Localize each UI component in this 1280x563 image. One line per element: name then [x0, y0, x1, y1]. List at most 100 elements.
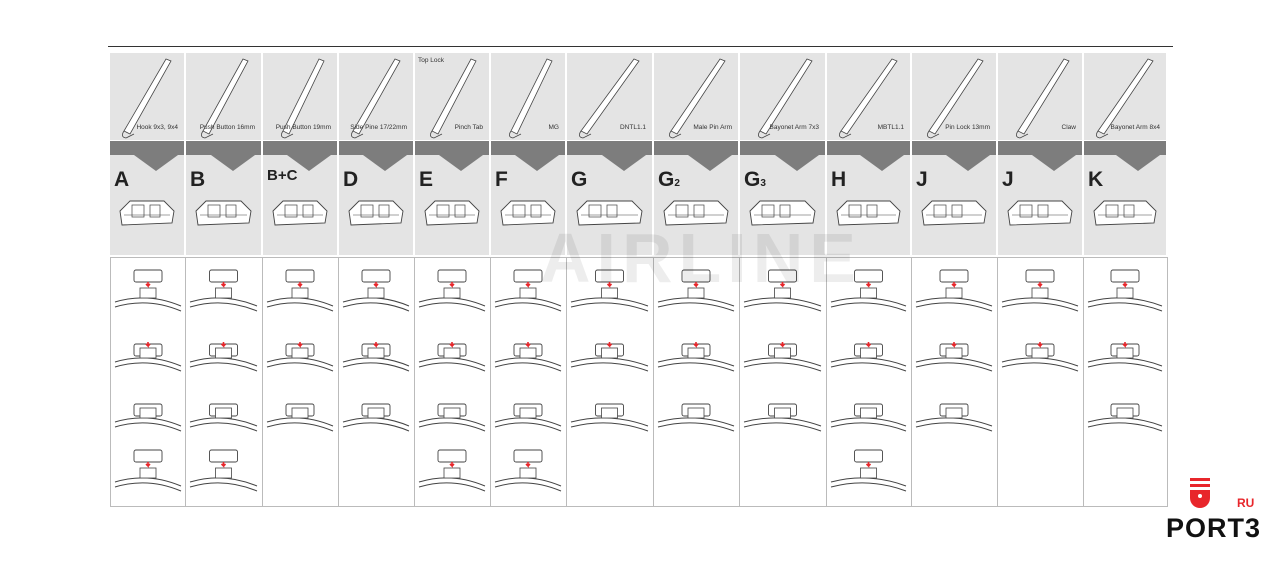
- arm-panel: Top Lock Pinch Tab: [415, 53, 489, 140]
- adapter-column-g3: Bayonet Arm 7x3 G3: [740, 53, 827, 507]
- install-step-drawing: [657, 269, 735, 312]
- divider-band: [654, 141, 738, 155]
- arm-label: Male Pin Arm: [693, 124, 732, 131]
- install-step-drawing: [189, 269, 258, 312]
- down-arrow-icon: [860, 155, 904, 171]
- arm-label: Push Button 19mm: [275, 124, 331, 131]
- down-arrow-icon: [287, 155, 331, 171]
- wiper-arm-drawing: [1096, 58, 1154, 139]
- arm-label: Push Button 16mm: [199, 124, 255, 131]
- install-step-drawing: [266, 403, 334, 432]
- arm-panel: Pin Lock 13mm: [912, 53, 996, 140]
- adapter-column-b: Push Button 16mm B: [186, 53, 263, 507]
- port3-logo-icon: [1190, 478, 1210, 508]
- install-step-drawing: [830, 449, 907, 492]
- install-steps: [110, 257, 186, 507]
- adapter-drawing: [272, 200, 328, 226]
- install-step-drawing: [418, 403, 486, 432]
- adapter-column-h: MBTL1.1 H: [827, 53, 912, 507]
- wiper-arm-drawing: [1016, 58, 1070, 139]
- adapter-drawing: [1093, 200, 1157, 226]
- install-step-drawing: [830, 403, 907, 432]
- install-step-drawing: [189, 342, 258, 372]
- divider-band: [186, 141, 261, 155]
- arm-panel: MG: [491, 53, 565, 140]
- adapter-letter-text: D: [343, 168, 359, 191]
- adapter-drawing: [195, 200, 252, 226]
- wiper-arm-drawing: [122, 58, 172, 139]
- adapter-letter: B+C: [267, 167, 297, 187]
- install-steps: [339, 257, 415, 507]
- adapter-letter-text: G: [744, 168, 761, 191]
- adapter-drawing: [749, 200, 816, 226]
- divider-band: [740, 141, 825, 155]
- adapter-drawing: [836, 200, 901, 226]
- install-steps: [415, 257, 491, 507]
- install-step-drawing: [114, 269, 182, 312]
- wiper-arm-drawing: [758, 58, 813, 139]
- install-steps: [263, 257, 339, 507]
- wiper-arm-drawing: [351, 58, 401, 139]
- install-step-drawing: [342, 269, 410, 312]
- adapter-panel: G2: [654, 155, 738, 255]
- adapter-drawing: [663, 200, 729, 226]
- adapter-letter: D: [343, 168, 358, 196]
- install-step-drawing: [743, 269, 822, 312]
- install-step-drawing: [189, 449, 258, 492]
- install-step-drawing: [915, 269, 993, 312]
- divider-band: [998, 141, 1082, 155]
- adapter-panel: G: [567, 155, 652, 255]
- install-step-drawing: [915, 342, 993, 372]
- adapter-letter: K: [1088, 168, 1103, 196]
- arm-top-label: Top Lock: [418, 57, 445, 64]
- install-step-drawing: [570, 269, 649, 312]
- adapter-panel: B+C: [263, 155, 337, 255]
- install-step-drawing: [1001, 269, 1079, 312]
- adapter-column-d: Side Pine 17/22mm D: [339, 53, 415, 507]
- install-steps: [827, 257, 912, 507]
- install-step-drawing: [266, 269, 334, 312]
- adapter-panel: G3: [740, 155, 825, 255]
- install-steps: [1084, 257, 1168, 507]
- down-arrow-icon: [1116, 155, 1160, 171]
- arm-panel: Side Pine 17/22mm: [339, 53, 413, 140]
- top-rule: [108, 46, 1173, 47]
- adapter-letter: G3: [744, 168, 766, 196]
- down-arrow-icon: [688, 155, 732, 171]
- adapter-letter-text: J: [1002, 168, 1014, 191]
- adapter-column-j: Claw J: [998, 53, 1084, 507]
- adapter-letter: J: [1002, 168, 1014, 196]
- arm-label: Claw: [1061, 124, 1076, 131]
- adapter-panel: K: [1084, 155, 1166, 255]
- install-step-drawing: [266, 342, 334, 372]
- adapter-letter: F: [495, 168, 508, 196]
- adapter-panel: D: [339, 155, 413, 255]
- divider-band: [415, 141, 489, 155]
- install-steps: [654, 257, 740, 507]
- install-step-drawing: [494, 403, 562, 432]
- wiper-arm-drawing: [201, 58, 249, 139]
- down-arrow-icon: [775, 155, 819, 171]
- arm-panel: Hook 9x3, 9x4: [110, 53, 184, 140]
- adapter-letter-subscript: 2: [674, 178, 680, 189]
- down-arrow-icon: [363, 155, 407, 171]
- adapter-letter: A: [114, 168, 129, 196]
- adapter-column-k: Bayonet Arm 8x4 K: [1084, 53, 1168, 507]
- install-step-drawing: [743, 342, 822, 372]
- adapter-letter-text: K: [1088, 168, 1104, 191]
- adapter-column-g2: Male Pin Arm G2: [654, 53, 740, 507]
- arm-panel: Bayonet Arm 7x3: [740, 53, 825, 140]
- down-arrow-icon: [1032, 155, 1076, 171]
- adapter-drawing: [348, 200, 404, 226]
- adapter-drawing: [1007, 200, 1073, 226]
- adapter-letter-text: A: [114, 168, 130, 191]
- adapter-letter: E: [419, 168, 433, 196]
- install-step-drawing: [657, 342, 735, 372]
- install-step-drawing: [342, 342, 410, 372]
- arm-label: Bayonet Arm 7x3: [769, 124, 820, 131]
- adapter-drawing: [119, 200, 175, 226]
- adapter-letter: G: [571, 168, 587, 196]
- adapter-panel: E: [415, 155, 489, 255]
- install-step-drawing: [114, 403, 182, 432]
- wiper-arm-drawing: [927, 58, 984, 139]
